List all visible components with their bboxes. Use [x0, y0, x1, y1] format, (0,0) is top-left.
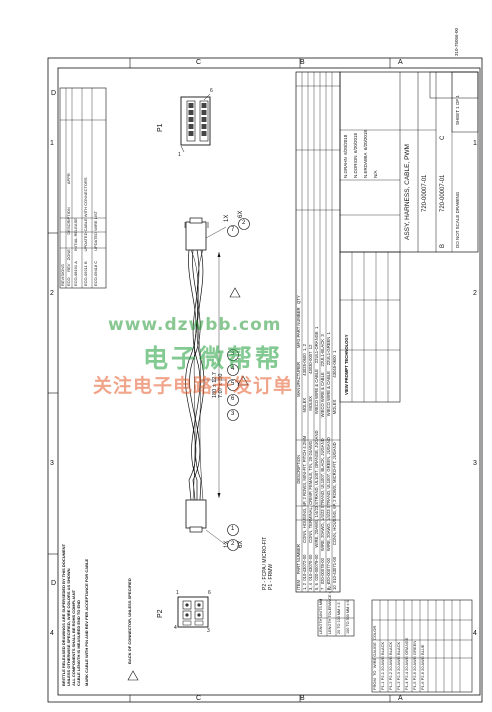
wire-table-row: P1-4 P2-4 20 AWG ORANGE — [404, 637, 409, 690]
zone-col-1-right: 1 — [473, 140, 477, 147]
note-6: BACK OF CONNECTOR, UNLESS SPECIFIED — [127, 578, 132, 664]
wire-table-row: P1-6 P2-6 20 AWG BLUE — [420, 644, 425, 690]
p2-pin3: 3 — [207, 628, 210, 634]
zone-col-4: 4 — [50, 630, 54, 637]
scale-note: DO NOT SCALE DRAWING — [455, 191, 460, 248]
balloon-2: 2 — [242, 220, 246, 226]
balloon-1: 1 — [231, 526, 235, 532]
balloon-6: 6 — [231, 396, 235, 402]
wire-table-frame — [371, 599, 473, 693]
triangle-notes — [127, 287, 249, 681]
wire-table-header: FROM TO WIRE GAUGE COLOR — [372, 625, 377, 690]
zone-row-b-bottom: B — [300, 695, 305, 702]
balloon-7: 7 — [231, 227, 235, 233]
zone-row-a-bottom: A — [398, 695, 403, 702]
wire-table-row: P1-3 P2-3 20 AWG BLACK — [396, 641, 401, 690]
zone-row-a: A — [398, 59, 403, 66]
p2-pin1: 1 — [176, 590, 179, 596]
units-row: 100 TO 500 MM ± 6 — [346, 600, 350, 634]
qty-6x-top: 6X — [238, 210, 244, 218]
balloon-3b: 3 — [231, 411, 235, 417]
balloon-group — [227, 218, 250, 551]
zone-col-1: 1 — [50, 140, 54, 147]
units-table-frame — [317, 599, 355, 637]
dwg-number: 720-00007-01 — [440, 174, 446, 212]
p1-descriptor: P1 - FRMW — [268, 563, 274, 590]
p2-label: P2 — [157, 609, 164, 618]
bom-row: 1, 2 010-43072-00 CONN, HOUSING, 6P, 2 R… — [302, 344, 307, 590]
units-row: LENGTH UNITS MM — [319, 598, 323, 634]
zone-row-b: B — [300, 59, 305, 66]
p2-pin4: 4 — [174, 625, 177, 631]
zone-row-d-bottom: D — [51, 580, 57, 587]
zone-col-3: 3 — [50, 460, 54, 467]
bom-row: 5, 6 020-00079-00 WIRE, 20AWG, 1/4/23 ST… — [314, 326, 319, 590]
bom-header-row: ITEM PART NUMBER DESCRIPTION MANUFACTURE… — [296, 295, 301, 590]
p1-pin6: 6 — [210, 88, 213, 94]
note-4: CABLE LENGTH IS MEASURED END TO END — [76, 600, 81, 686]
doc-number: 720-00007-01 — [422, 174, 428, 212]
rev-value: C — [440, 135, 446, 140]
p1-connector-drawing — [180, 93, 211, 153]
revision-row: ECO-09418 C UPDATED WIRE LIST — [93, 210, 98, 286]
size-value: B — [440, 243, 446, 248]
bom-row: 10 010-43071-00 CONN, HOUSING, 6P, 2 ROW… — [332, 350, 337, 590]
checked-by: N.DORION 6/20/2018 — [353, 132, 358, 178]
zone-col-3-right: 3 — [473, 460, 477, 467]
outer-frame — [47, 57, 483, 703]
zone-col-4-right: 4 — [473, 630, 477, 637]
p2-pin6: 6 — [208, 590, 211, 596]
watermark-slogan: 关注电子电路开发订单 — [93, 375, 294, 397]
watermark-site: www.dzwbb.com — [108, 315, 282, 335]
zone-row-d: D — [51, 90, 57, 97]
p1-pin1: 1 — [178, 152, 181, 158]
note-5: MARK CABLE WITH P/N AND REV PER ACCEPTAN… — [84, 558, 89, 686]
p2-connector-drawing — [177, 596, 209, 628]
revision-row: ECO-09211 B UPDATED CABLE WITH CONNECTOR… — [83, 177, 88, 287]
revision-heading: REVISIONS — [60, 264, 65, 286]
drawn-by: N.GRAHN 6/20/2018 — [343, 134, 348, 178]
balloon-4: 4 — [231, 366, 235, 372]
units-row: LENGTH TOLERANCE ± 12.7 — [328, 582, 332, 634]
revision-headers: ECO REV ZONE DESCRIPTION APPR — [66, 173, 71, 286]
zone-col-2: 2 — [50, 290, 54, 297]
units-row: 20 TO 100 MM ± 3 — [337, 602, 341, 634]
cable-harness-drawing — [184, 217, 227, 546]
balloon-3: 3 — [231, 351, 235, 357]
zone-col-2-right: 2 — [473, 290, 477, 297]
qty-1x-top: 1X — [224, 214, 230, 222]
wire-table-row: P1-1 P2-1 20 AWG BLACK — [380, 641, 385, 690]
na-value: N/A — [373, 170, 378, 178]
wire-table-row: P1-5 P2-5 20 AWG GREEN — [412, 640, 417, 690]
wire-table-row: P1-2 P2-2 20 AWG BLACK — [388, 641, 393, 690]
sheet-number: SHEET 1 OF 1 — [455, 95, 460, 125]
balloon-2b: 2 — [231, 541, 235, 547]
zone-row-c: C — [196, 59, 202, 66]
approved-by: N.ERDAWIA 6/20/2018 — [363, 130, 368, 178]
inner-frame — [57, 67, 481, 696]
qty-1x-bottom: 1X — [224, 540, 230, 548]
qty-6x-bottom: 6X — [238, 540, 244, 548]
bom-table-frame — [295, 71, 341, 593]
top-reference: 310-75056-00 — [454, 27, 459, 56]
zone-row-c-bottom: C — [196, 695, 202, 702]
bom-row: 8 020-00077-00 WIRE, 20AWG, 1/4/23 STRAN… — [326, 331, 331, 590]
drawing-title: ASSY, HARNESS, CABLE, PWM — [404, 144, 411, 240]
balloon-5: 5 — [231, 381, 235, 387]
p1-label: P1 — [157, 123, 164, 132]
company-name: VIEW PROMPT TECHNOLOGY — [344, 334, 349, 396]
revision-row: ECO-08191 A INITIAL RELEASE — [73, 218, 78, 286]
watermark-brand: 电子微帮帮 — [143, 344, 284, 373]
bom-row: 3, 4 010-43070-00 CONN, TERMINAL, CRIMP,… — [308, 344, 313, 590]
revision-block — [59, 87, 107, 289]
bom-row: 7 020-00078-00 WIRE, 20AWG, 1/4/23 STRAN… — [320, 334, 325, 590]
title-block-frame — [339, 71, 479, 403]
